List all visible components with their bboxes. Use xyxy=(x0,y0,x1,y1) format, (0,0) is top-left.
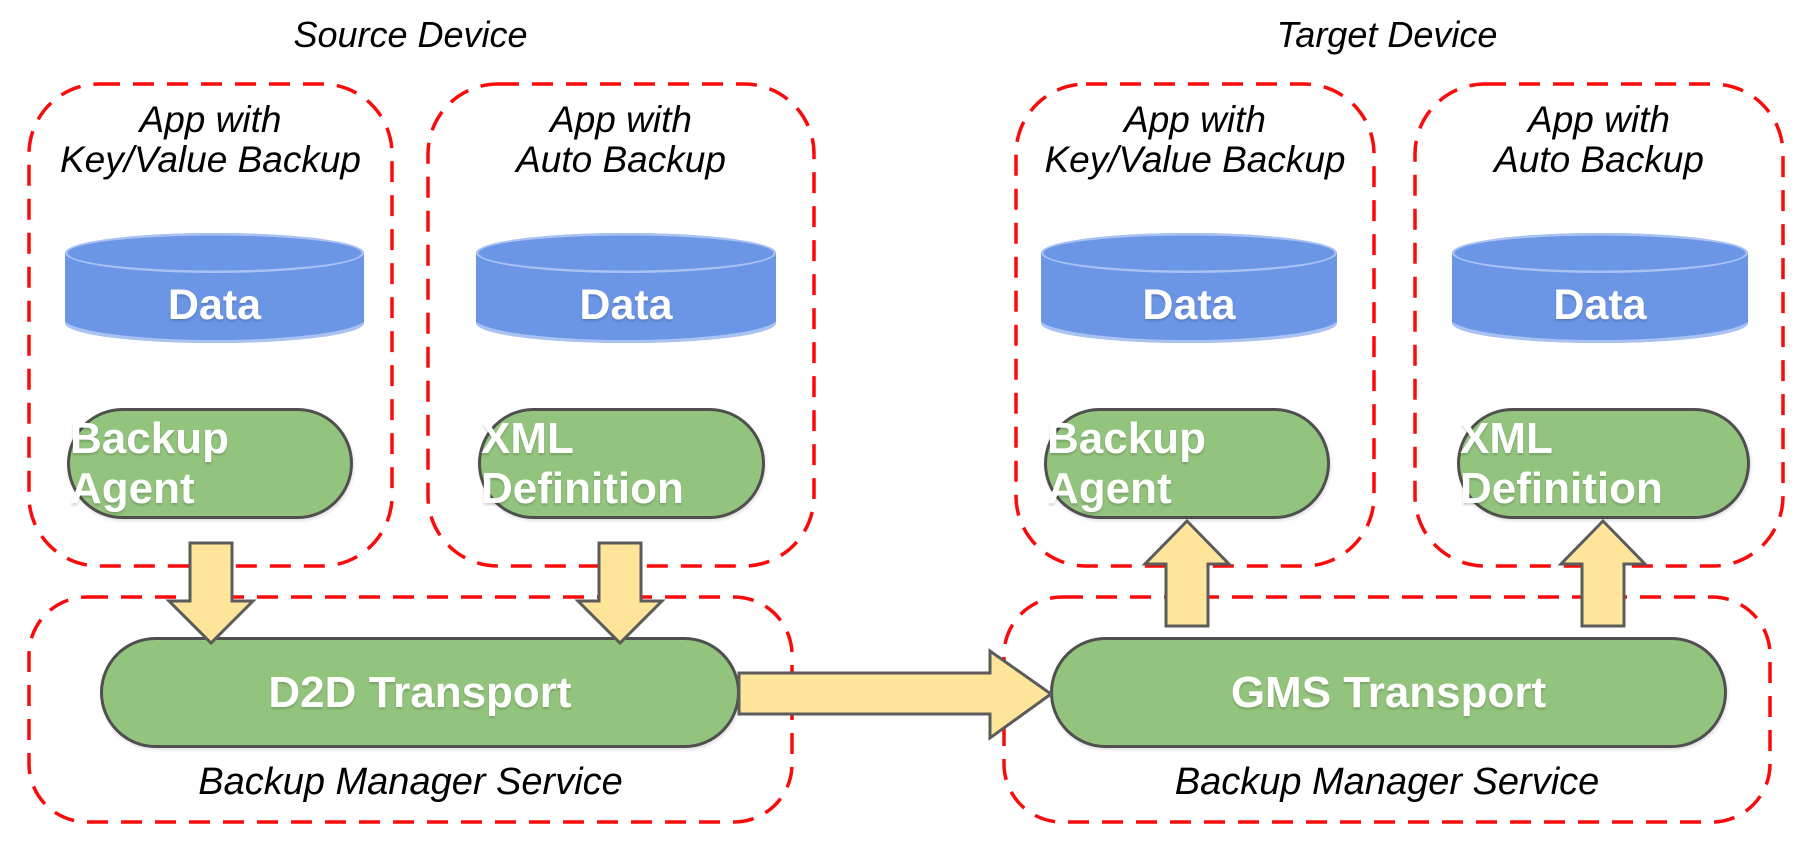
gms-transport-pill: GMS Transport xyxy=(1050,637,1727,748)
backup-agent-pill: Backup Agent xyxy=(67,408,353,519)
target-backup-manager-service: GMS Transport Backup Manager Service xyxy=(1004,597,1770,822)
source-backup-manager-service: D2D Transport Backup Manager Service xyxy=(29,597,792,822)
cylinder-top xyxy=(476,233,776,273)
cylinder-top xyxy=(65,233,364,273)
app-label-line1: App with xyxy=(550,99,692,140)
backup-agent-pill: Backup Agent xyxy=(1044,408,1330,519)
data-cylinder-icon: Data xyxy=(476,233,776,343)
app-label: App with Auto Backup xyxy=(1415,100,1783,180)
app-label-line2: Key/Value Backup xyxy=(1044,139,1346,180)
data-label: Data xyxy=(167,281,262,329)
target-device-title: Target Device xyxy=(1276,14,1498,55)
data-cylinder-icon: Data xyxy=(65,233,364,343)
app-label-line2: Auto Backup xyxy=(1494,139,1704,180)
data-label: Data xyxy=(579,281,673,329)
app-label: App with Auto Backup xyxy=(428,100,814,180)
app-label-line1: App with xyxy=(139,99,282,140)
data-label: Data xyxy=(1553,281,1647,329)
data-cylinder-icon: Data xyxy=(1041,233,1337,343)
d2d-transport-pill: D2D Transport xyxy=(100,637,740,748)
backup-manager-service-caption: Backup Manager Service xyxy=(1174,761,1600,803)
cylinder-top xyxy=(1452,233,1748,273)
source-keyvalue-app: App with Key/Value Backup Data Backup Ag… xyxy=(29,84,392,566)
target-keyvalue-app: App with Key/Value Backup Data Backup Ag… xyxy=(1016,84,1374,566)
xml-definition-pill: XML Definition xyxy=(1457,408,1750,519)
cylinder-top xyxy=(1041,233,1337,273)
app-label: App with Key/Value Backup xyxy=(29,100,392,180)
data-label: Data xyxy=(1142,281,1236,329)
app-label-line2: Key/Value Backup xyxy=(60,139,361,180)
backup-manager-service-caption: Backup Manager Service xyxy=(198,761,623,803)
app-label: App with Key/Value Backup xyxy=(1016,100,1374,180)
app-label-line1: App with xyxy=(1124,99,1266,140)
source-auto-app: App with Auto Backup Data XML Definition xyxy=(428,84,814,566)
source-device-title: Source Device xyxy=(293,14,528,55)
app-label-line2: Auto Backup xyxy=(516,139,726,180)
xml-definition-pill: XML Definition xyxy=(478,408,765,519)
app-label-line1: App with xyxy=(1528,99,1670,140)
target-auto-app: App with Auto Backup Data XML Definition xyxy=(1415,84,1783,566)
data-cylinder-icon: Data xyxy=(1452,233,1748,343)
